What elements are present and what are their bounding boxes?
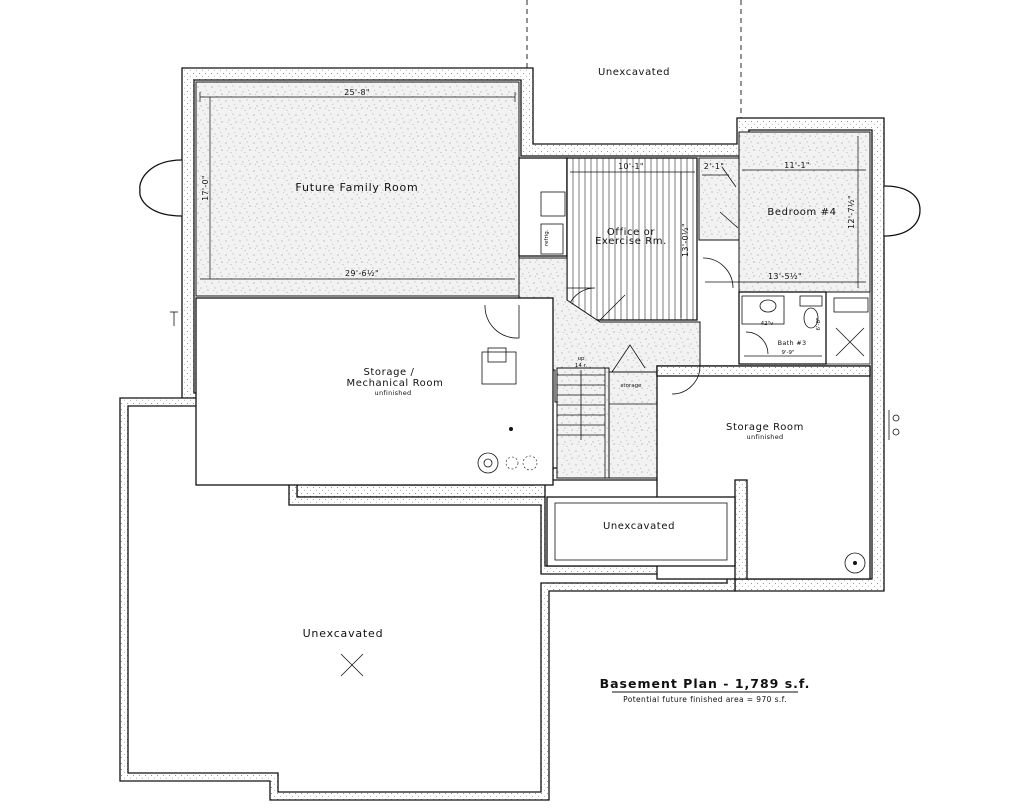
closet-doors [702,166,739,229]
mech-door-swing [484,304,520,339]
closet-floor [698,157,740,241]
unexcavated-top-label: Unexcavated [598,67,670,78]
stairs-direction: up [578,356,585,362]
future-family-room-label: Future Family Room [295,181,418,194]
bedroom-door-swing [702,257,734,289]
foundation-walls [119,67,885,801]
bath-door-swing [745,331,769,355]
family-width-bottom-dim: 29'-6½" [345,269,379,278]
sump-pit-icon [844,552,866,574]
sink-bowl-icon [759,299,777,313]
storage-closet-label: storage [621,383,643,389]
storage-room [656,365,871,580]
furnace [481,351,517,385]
office-label-line2: Exercise Rm. [595,236,667,247]
window-wells [139,155,921,241]
storage-closet [608,371,658,479]
family-width-top-dim: 25'-8" [344,88,370,97]
bedroom-width-top-dim: 11'-1" [784,161,810,170]
unexcavated-big-label: Unexcavated [303,627,384,640]
office-label: Office or [607,227,655,238]
shower-x-2 [835,327,865,357]
refrig-label: refrig. [544,229,550,246]
closet-width-dim: 2'-1" [704,162,724,171]
storage-room-door-swing [671,365,701,395]
storage-room-label: Storage Room [726,422,804,433]
family-depth-dim: 17'-0" [201,175,210,201]
stairs-risers: 14 r. [575,363,588,369]
office-width-dim: 10'-1" [618,162,644,171]
office-door-leaf [599,294,626,321]
plan-title: Basement Plan - 1,789 s.f. [600,676,811,691]
storage-room-wall-left [734,479,748,580]
office-floor [566,157,698,321]
exterior-hose-bib [170,311,900,440]
storage-closet-door [611,344,646,373]
shower-stall [825,291,871,365]
bath-3-label: Bath #3 [778,339,807,347]
storage-mech-note: unfinished [375,389,412,397]
storage-room-wall-top [656,365,871,377]
toilet-icon [803,307,819,329]
kitchenette-counter [518,157,568,257]
plan-subtitle: Potential future finished area = 970 s.f… [623,695,787,704]
bedroom-width-bottom-dim: 13'-5½" [768,272,802,281]
floor-drain-icon [509,427,513,431]
bedroom-dimensions [705,136,866,288]
tank-outline-1 [505,456,519,470]
storage-room-note: unfinished [747,433,784,441]
family-room-dimensions [199,92,516,280]
unexcavated-mid-area [546,496,736,567]
vanity [741,295,785,325]
toilet-tank [799,295,823,307]
family-room-floor [195,81,520,297]
refrigerator [540,223,564,255]
bath-depth-dim: 6'-8" [816,317,822,330]
storage-mech-label: Storage / [363,367,414,378]
bedroom-4-label: Bedroom #4 [767,207,836,218]
bedroom-4-floor [738,131,871,293]
unexcavated-top-boundary [526,0,742,118]
bedroom-depth-dim: 12'-7½" [847,195,856,229]
furnace-top [487,347,507,363]
storage-mechanical-room [195,297,554,486]
bath-width-dim: 9'-9" [781,350,794,356]
office-depth-dim: 13'-0½" [681,223,690,257]
vanity-label: 42"v [761,321,775,327]
unexcavated-mid-label: Unexcavated [603,521,675,532]
sink-icon [540,191,566,217]
staircase [556,367,610,479]
water-heater-icon [477,452,499,474]
tank-outline-2 [522,455,538,471]
storage-mech-label-line2: Mechanical Room [347,378,444,389]
center-x-marker [340,653,364,677]
shower-bench [833,297,869,313]
